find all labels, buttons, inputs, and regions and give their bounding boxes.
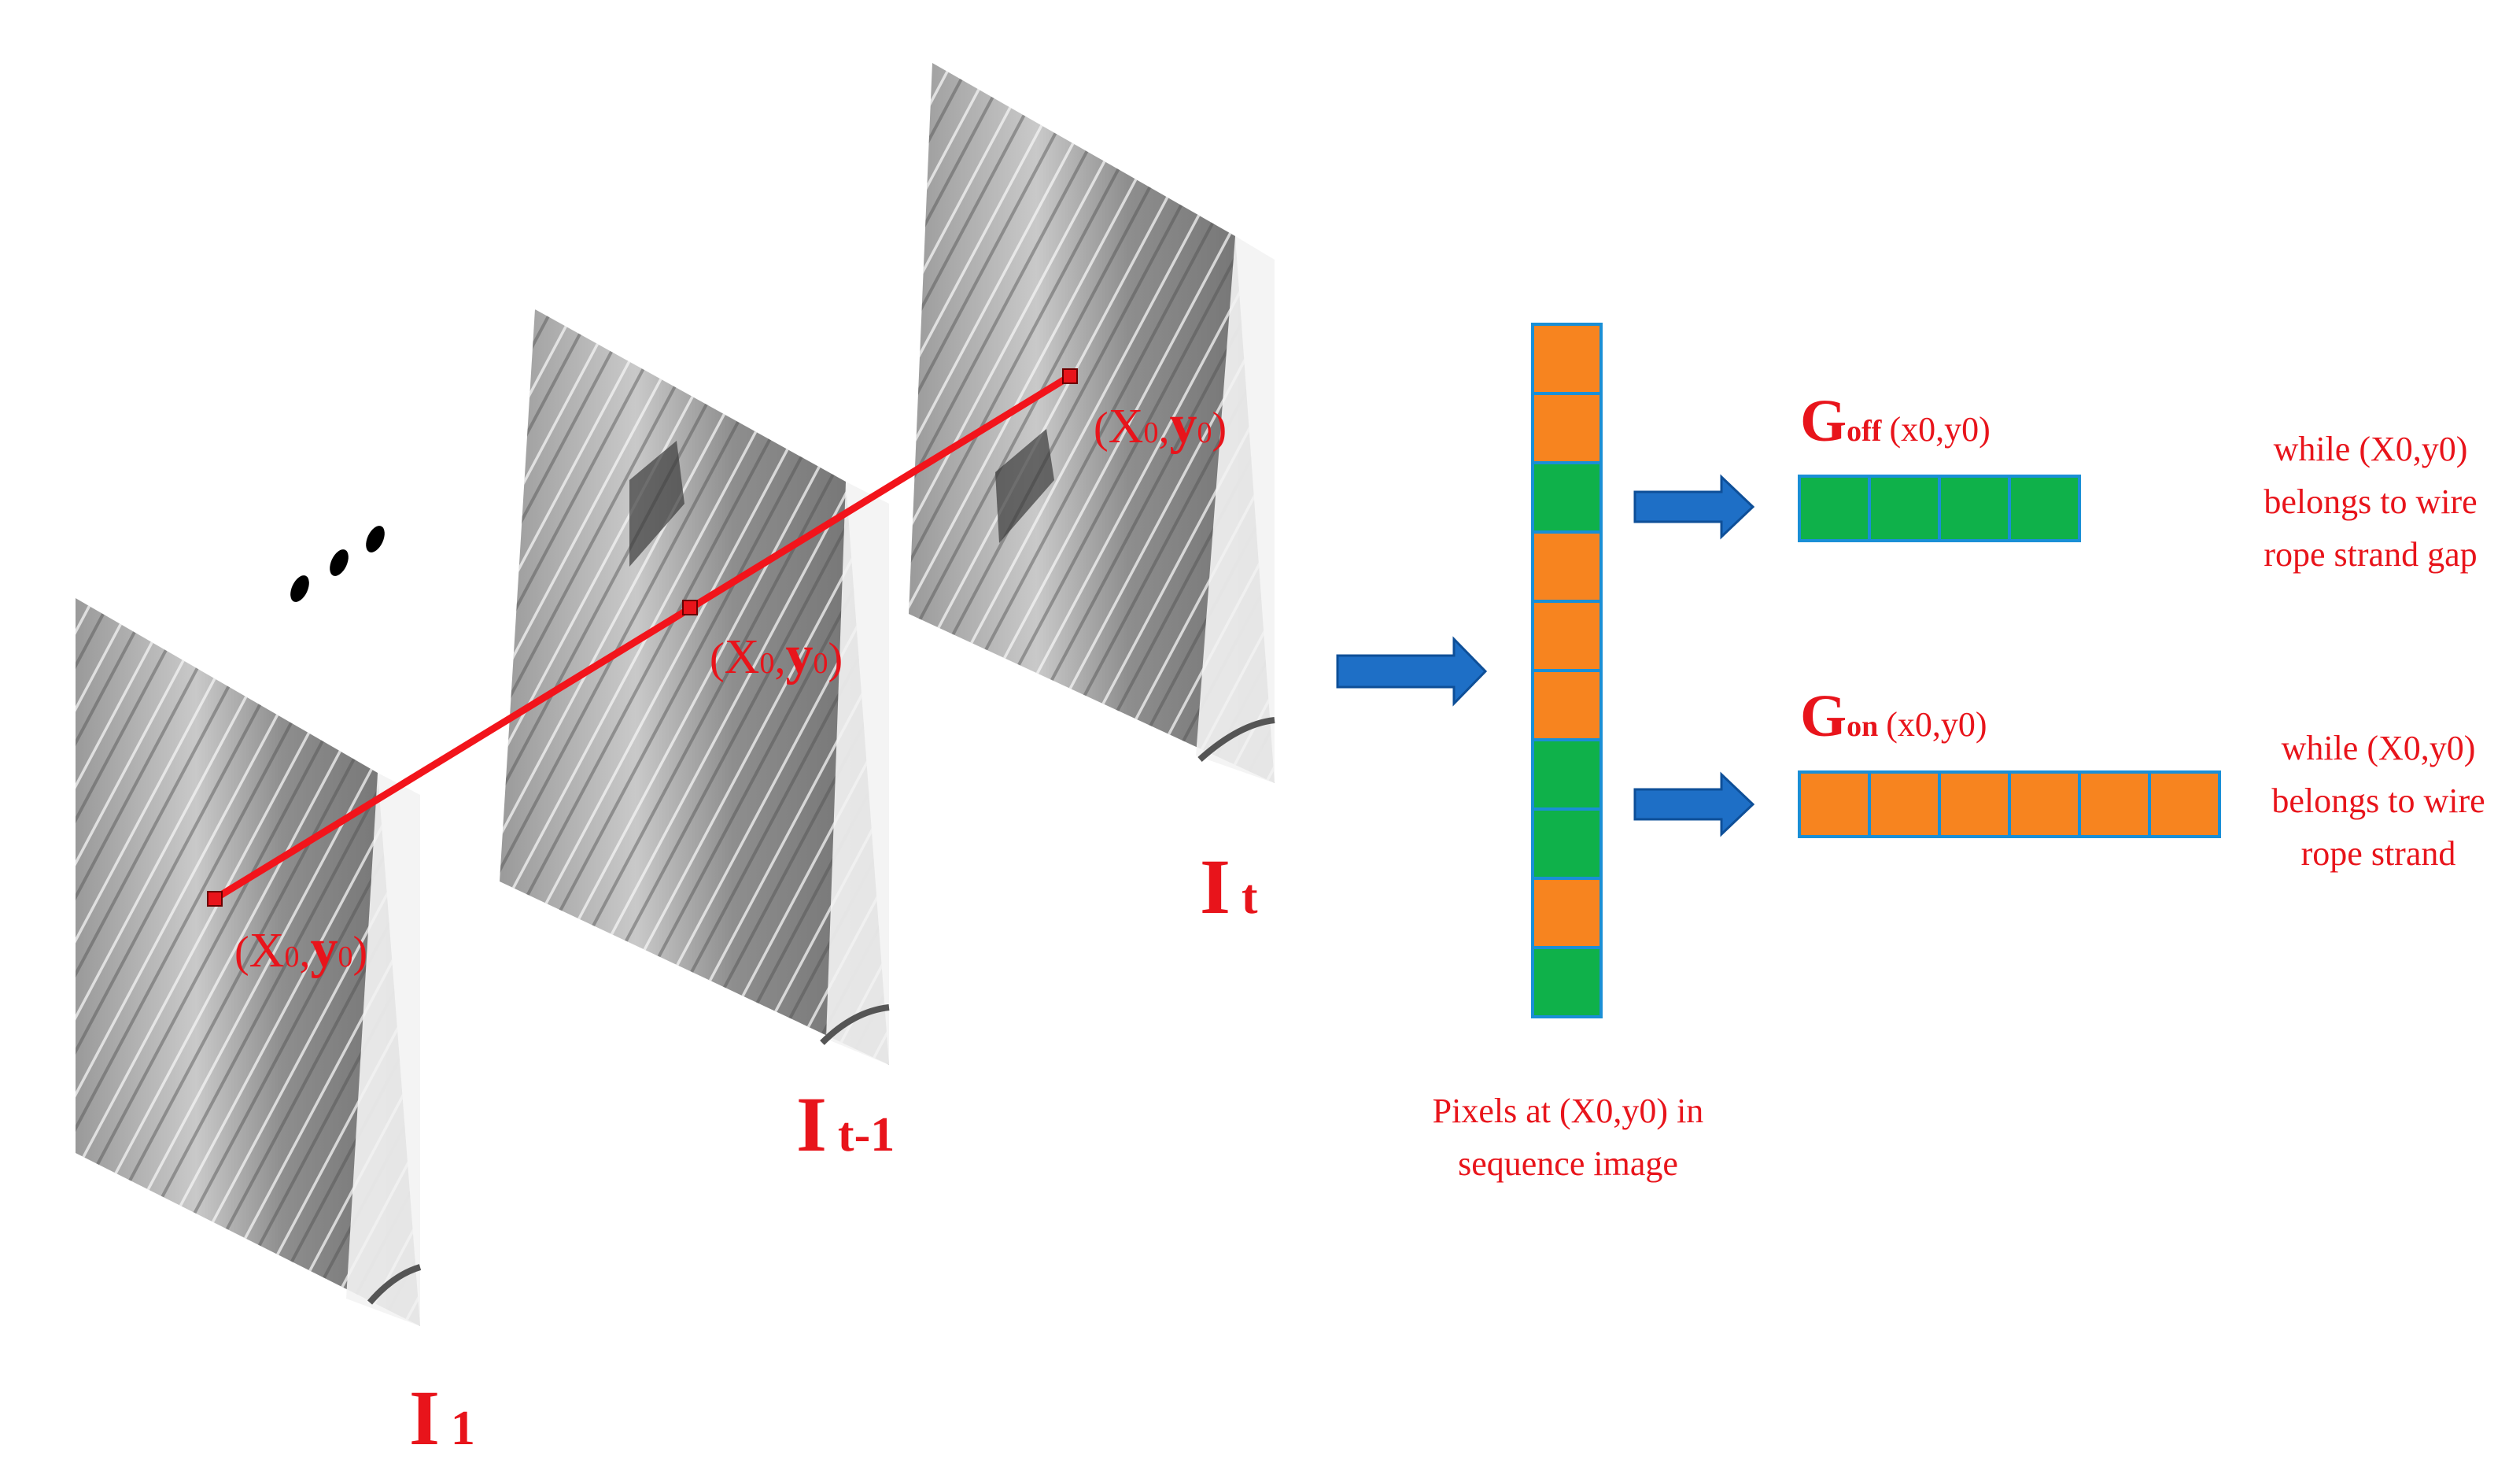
g-on-cell-orange	[2008, 770, 2081, 838]
g-off-vector	[1798, 475, 2081, 542]
g-on-note-line3: rope strand	[2301, 834, 2456, 873]
g-on-cell-orange	[2148, 770, 2221, 838]
g-off-label: Goff(x0,y0)	[1800, 388, 1991, 454]
frame-t-1	[500, 309, 890, 1065]
g-off-note-line1: while (X0,y0)	[2274, 430, 2468, 468]
arrow-to-pixel-column-icon	[1336, 636, 1488, 707]
pixel-cell-orange	[1531, 877, 1603, 949]
g-off-cell-green	[1798, 475, 1871, 542]
frame-1-strand-texture	[76, 598, 420, 1326]
arrow-to-g-off-icon	[1633, 474, 1755, 540]
point-marker-frame-1	[207, 891, 223, 907]
frame-t-1-ring-edge	[820, 1004, 890, 1045]
point-label-frame-t-1: (X0,y0)	[710, 625, 843, 685]
frame-t-1-dark-patch	[629, 441, 684, 567]
frame-1	[76, 598, 422, 1326]
frame-1-ring-edge	[367, 1264, 422, 1305]
g-on-cell-orange	[1868, 770, 1941, 838]
g-on-cell-orange	[1798, 770, 1871, 838]
point-label-frame-1: (X0,y0)	[234, 918, 367, 979]
g-on-label: Gon(x0,y0)	[1800, 683, 1987, 749]
frame-t-background	[1196, 236, 1275, 783]
g-on-note-line2: belongs to wire	[2271, 782, 2485, 820]
pixel-cell-green	[1531, 946, 1603, 1018]
pixel-cell-orange	[1531, 669, 1603, 741]
g-on-vector	[1798, 770, 2221, 838]
pixel-cell-green	[1531, 807, 1603, 880]
g-off-cell-green	[2008, 475, 2081, 542]
pixel-cell-orange	[1531, 530, 1603, 603]
point-marker-frame-t	[1062, 368, 1078, 384]
g-on-note-line1: while (X0,y0)	[2282, 729, 2476, 767]
frame-t-ring-edge	[1197, 717, 1275, 762]
frame-t-strand-texture	[909, 63, 1275, 783]
g-on-cell-orange	[2078, 770, 2151, 838]
point-marker-frame-t-1	[682, 600, 698, 615]
pixel-column-caption-line1: Pixels at (X0,y0) in	[1433, 1092, 1704, 1130]
frame-t-1-background	[826, 482, 889, 1065]
g-off-note-line3: rope strand gap	[2264, 535, 2477, 574]
pixel-cell-green	[1531, 461, 1603, 534]
point-label-frame-t: (X0,y0)	[1094, 394, 1227, 455]
pixel-cell-green	[1531, 738, 1603, 811]
pixel-cell-orange	[1531, 600, 1603, 672]
frame-t	[909, 63, 1275, 783]
frame-1-background	[346, 773, 420, 1326]
pixel-sequence-column	[1531, 323, 1603, 1018]
g-off-cell-green	[1868, 475, 1941, 542]
arrow-to-g-on-icon	[1633, 771, 1755, 837]
g-off-cell-green	[1938, 475, 2011, 542]
pixel-cell-orange	[1531, 392, 1603, 464]
pixel-column-caption-line2: sequence image	[1458, 1144, 1678, 1183]
pixel-trajectory-line	[212, 373, 1072, 902]
frame-t-dark-patch	[995, 429, 1054, 543]
pixel-cell-orange	[1531, 323, 1603, 395]
ellipsis-dots	[290, 526, 385, 602]
g-on-cell-orange	[1938, 770, 2011, 838]
frame-t-1-strand-texture	[500, 309, 889, 1065]
g-off-note-line2: belongs to wire	[2264, 482, 2477, 521]
